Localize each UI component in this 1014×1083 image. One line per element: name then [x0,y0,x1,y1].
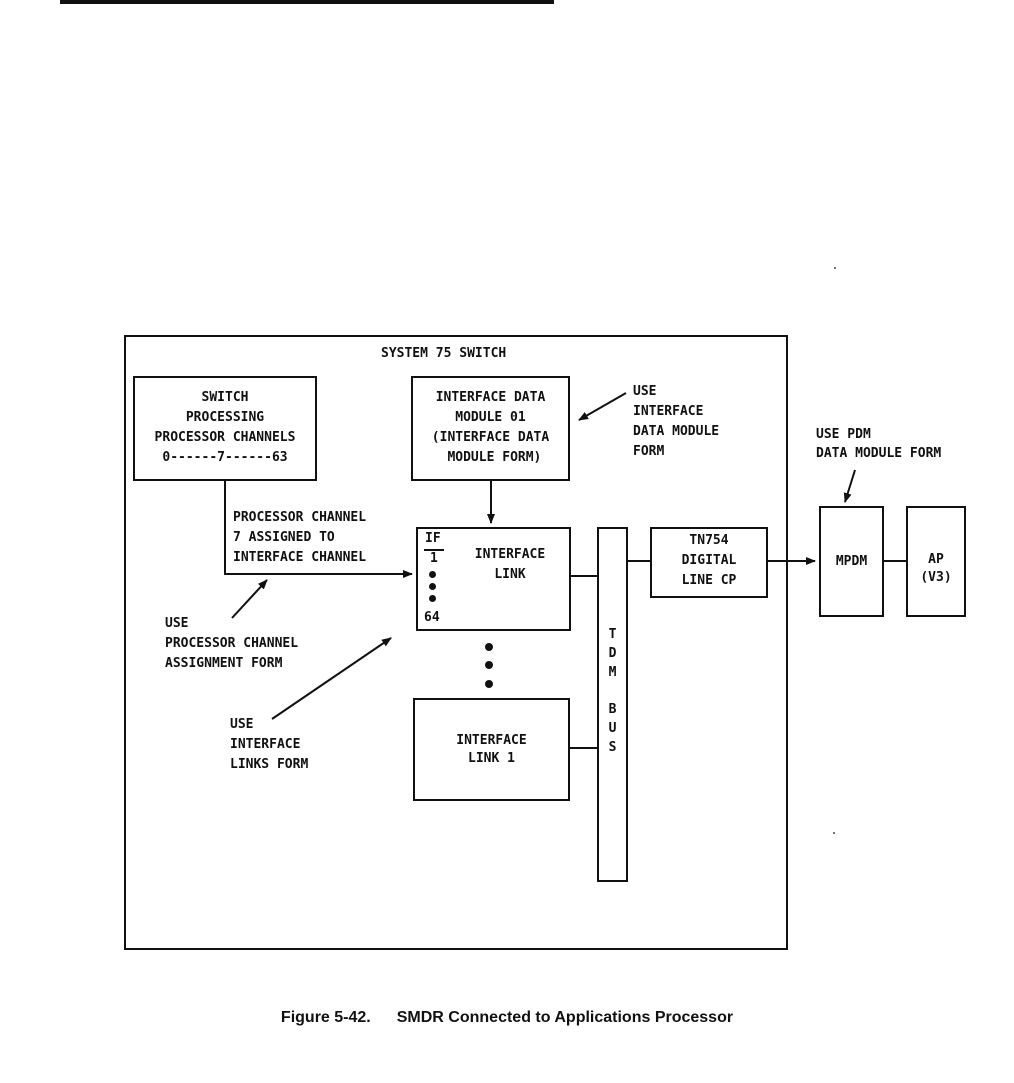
note-idm-arrow [578,392,627,421]
if-dot-1 [429,571,436,578]
ap-label-2: (V3) [920,570,952,585]
tdm-letter-s: S [608,740,617,755]
note-idm-line-3: DATA MODULE [633,424,720,439]
if-dot-3 [429,595,436,602]
interface-link-label-1: INTERFACE [474,547,546,562]
note-pdm-arrow [843,469,856,503]
interface-data-module-label-2: MODULE 01 [455,410,526,425]
tn754-box [650,527,768,598]
note-ilf-line-2: INTERFACE [230,737,301,752]
note-idm-line-1: USE [633,384,657,399]
switch-processing-box [133,376,317,481]
links-dot-3 [485,680,493,688]
tdm-letter-b: B [608,702,617,717]
interface-data-module-label-4: MODULE FORM) [439,450,542,465]
tn754-label-1: TN754 [689,533,729,548]
note-pdm-line-2: DATA MODULE FORM [816,446,942,461]
mpdm-label: MPDM [835,554,868,569]
links-dot-1 [485,643,493,651]
note-idm-line-2: INTERFACE [633,404,704,419]
if-underline [424,549,444,551]
tdm-letter-d: D [608,646,617,661]
interface-data-module-label-1: INTERFACE DATA [435,390,546,405]
switch-processing-label-1: SWITCH [201,390,249,405]
if-range-start: 1 [430,551,438,566]
note-ilf-line-1: USE [230,717,254,732]
tdm-bus [597,527,628,882]
tn754-label-2: DIGITAL [681,553,737,568]
interface-link-1-label-1: INTERFACE [456,733,527,748]
top-rule [60,0,554,4]
note-pca-line-3: ASSIGNMENT FORM [165,656,283,671]
processor-channel-label-3: INTERFACE CHANNEL [233,550,367,565]
system-title: SYSTEM 75 SWITCH [381,346,507,361]
ap-box [906,506,966,617]
interface-data-module-box [411,376,570,481]
processor-channel-label-2: 7 ASSIGNED TO [233,530,335,545]
switch-processing-label-4: 0------7------63 [162,450,288,465]
interface-link-label-2: LINK [494,567,526,582]
mpdm-box [819,506,884,617]
tn754-label-3: LINE CP [681,573,737,588]
interface-link-1-label-2: LINK 1 [468,751,515,766]
speck-1 [834,267,836,269]
tdm-letter-t: T [608,627,617,642]
note-pca-line-1: USE [165,616,189,631]
note-ilf-arrow [271,637,392,720]
ap-label-1: AP [928,552,944,567]
switch-processing-label-2: PROCESSING [185,410,265,425]
interface-link-box [416,527,571,631]
switch-processing-label-3: PROCESSOR CHANNELS [154,430,296,445]
note-pdm-line-1: USE PDM [816,427,871,442]
if-label: IF [425,531,441,546]
speck-2 [833,832,835,834]
note-pca-line-2: PROCESSOR CHANNEL [165,636,299,651]
processor-channel-label-1: PROCESSOR CHANNEL [233,510,367,525]
note-ilf-line-3: LINKS FORM [230,757,309,772]
figure-title: SMDR Connected to Applications Processor [396,1009,734,1026]
interface-data-module-label-3: (INTERFACE DATA [431,430,550,445]
if-dot-2 [429,583,436,590]
figure-number: Figure 5-42. [280,1009,371,1026]
tdm-letter-u: U [608,721,617,736]
links-dot-2 [485,661,493,669]
note-idm-line-4: FORM [633,444,665,459]
note-pca-arrow [231,579,268,619]
interface-link-1-box [413,698,570,801]
processor-channel-connector [224,481,413,578]
if-range-end: 64 [424,610,440,625]
figure-caption: Figure 5-42. SMDR Connected to Applicatio… [0,1009,1014,1027]
tdm-letter-m: M [608,665,617,680]
